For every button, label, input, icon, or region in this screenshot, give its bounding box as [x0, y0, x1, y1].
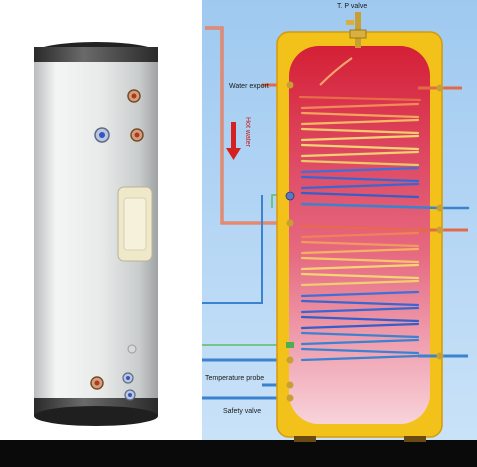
fitting: [286, 394, 294, 402]
coil-lower-cold: [300, 290, 420, 362]
coil-line: [300, 279, 420, 287]
fitting: [286, 381, 294, 389]
fitting: [436, 352, 444, 360]
coil-line: [300, 247, 420, 255]
coil-line: [300, 111, 420, 119]
return-line: [202, 195, 263, 304]
coil-line: [300, 166, 420, 174]
coil-line: [300, 143, 420, 151]
coil-line: [300, 224, 420, 232]
outlet-fitting-top-core: [131, 93, 137, 99]
water-export-label: Water export: [229, 83, 269, 90]
sensor-pocket-lower: [286, 342, 294, 348]
inlet-fitting-bottom-2-core: [128, 393, 132, 397]
internal-dip-tube: [319, 57, 353, 86]
bottom-band: [0, 440, 477, 467]
sensor-port: [127, 344, 137, 354]
coil-line: [300, 182, 420, 190]
fitting: [436, 84, 444, 92]
coil-line: [300, 102, 420, 110]
fitting: [436, 204, 444, 212]
hot-water-label: Hot water: [244, 117, 251, 148]
coil-line: [300, 299, 420, 307]
coil-line: [300, 354, 420, 362]
coil-upper-cold: [300, 166, 470, 210]
coil-line: [300, 272, 420, 280]
coil-lower-hot: [300, 224, 420, 287]
coil-line: [300, 347, 420, 355]
coil-line: [300, 134, 420, 142]
arrow-head: [226, 148, 241, 160]
arrow-shaft: [231, 122, 236, 150]
outlet-fitting-mid-core: [134, 132, 140, 138]
tank-foot-right: [404, 436, 426, 442]
coil-line: [300, 240, 420, 248]
coil-line: [300, 175, 420, 183]
coil-line: [300, 150, 420, 158]
inlet-fitting-bottom-1-core: [126, 376, 130, 380]
tp-valve-label: T. P valve: [337, 3, 367, 10]
control-box-cover: [123, 197, 147, 251]
coil-line: [300, 338, 420, 346]
coil-line: [300, 306, 420, 314]
primary-flow-pipe-highlight: [205, 27, 290, 224]
inlet-fitting-blue-core: [99, 132, 105, 138]
fitting: [286, 81, 294, 89]
safety-valve-label: Safety valve: [223, 408, 261, 415]
temperature-probe-label: Temperature probe: [205, 375, 264, 382]
fitting: [436, 226, 444, 234]
coil-line: [300, 159, 420, 167]
fitting: [286, 219, 294, 227]
sensor-pocket-upper: [285, 191, 295, 201]
coil-line: [300, 331, 420, 339]
coil-line: [300, 191, 420, 199]
tp-valve-lever: [346, 20, 354, 25]
tank-foot-left: [294, 436, 316, 442]
down-arrow-icon: [226, 122, 241, 160]
coil-line: [300, 322, 420, 330]
tp-valve-body: [349, 29, 367, 39]
fitting: [286, 356, 294, 364]
coil-line: [300, 290, 420, 298]
coil-line: [300, 263, 420, 271]
coil-line: [298, 95, 422, 102]
coil-upper-hot: [298, 95, 422, 167]
outlet-fitting-bottom-core: [94, 380, 100, 386]
coil-line: [300, 127, 420, 135]
coil-line: [300, 231, 420, 239]
coil-line: [300, 315, 420, 323]
cylinder-cap-band: [34, 47, 158, 65]
cylinder-bottom-cap: [34, 406, 158, 426]
coil-line: [300, 256, 420, 264]
cylinder-photo: [34, 42, 158, 426]
coil-line: [300, 118, 420, 126]
